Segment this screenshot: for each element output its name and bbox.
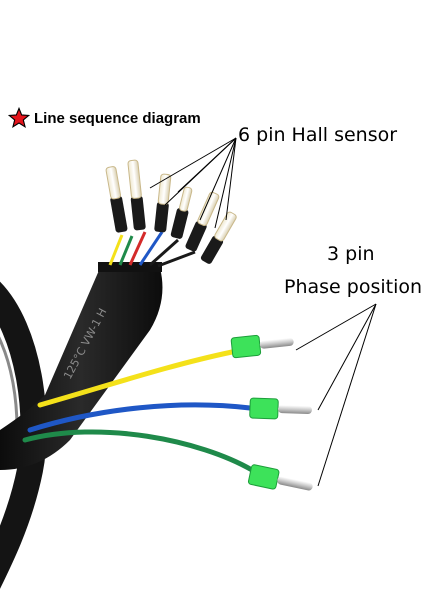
hall-pointer-lines bbox=[149, 137, 237, 229]
phase-pointer-lines bbox=[295, 303, 377, 487]
phase-connector-yellow bbox=[230, 334, 294, 359]
phase-count-label: 3 pin bbox=[327, 243, 375, 265]
phase-connector-green bbox=[247, 464, 313, 491]
phase-wires bbox=[22, 349, 255, 473]
title-text: Line sequence diagram bbox=[34, 109, 201, 127]
phase-connector-blue bbox=[249, 397, 312, 420]
hall-wires bbox=[108, 231, 196, 268]
phase-position-label: Phase position bbox=[284, 276, 423, 298]
star-icon bbox=[8, 107, 30, 128]
diagram-title: Line sequence diagram bbox=[8, 107, 201, 129]
hall-connectors bbox=[105, 159, 237, 264]
hall-sensor-label: 6 pin Hall sensor bbox=[238, 124, 398, 146]
